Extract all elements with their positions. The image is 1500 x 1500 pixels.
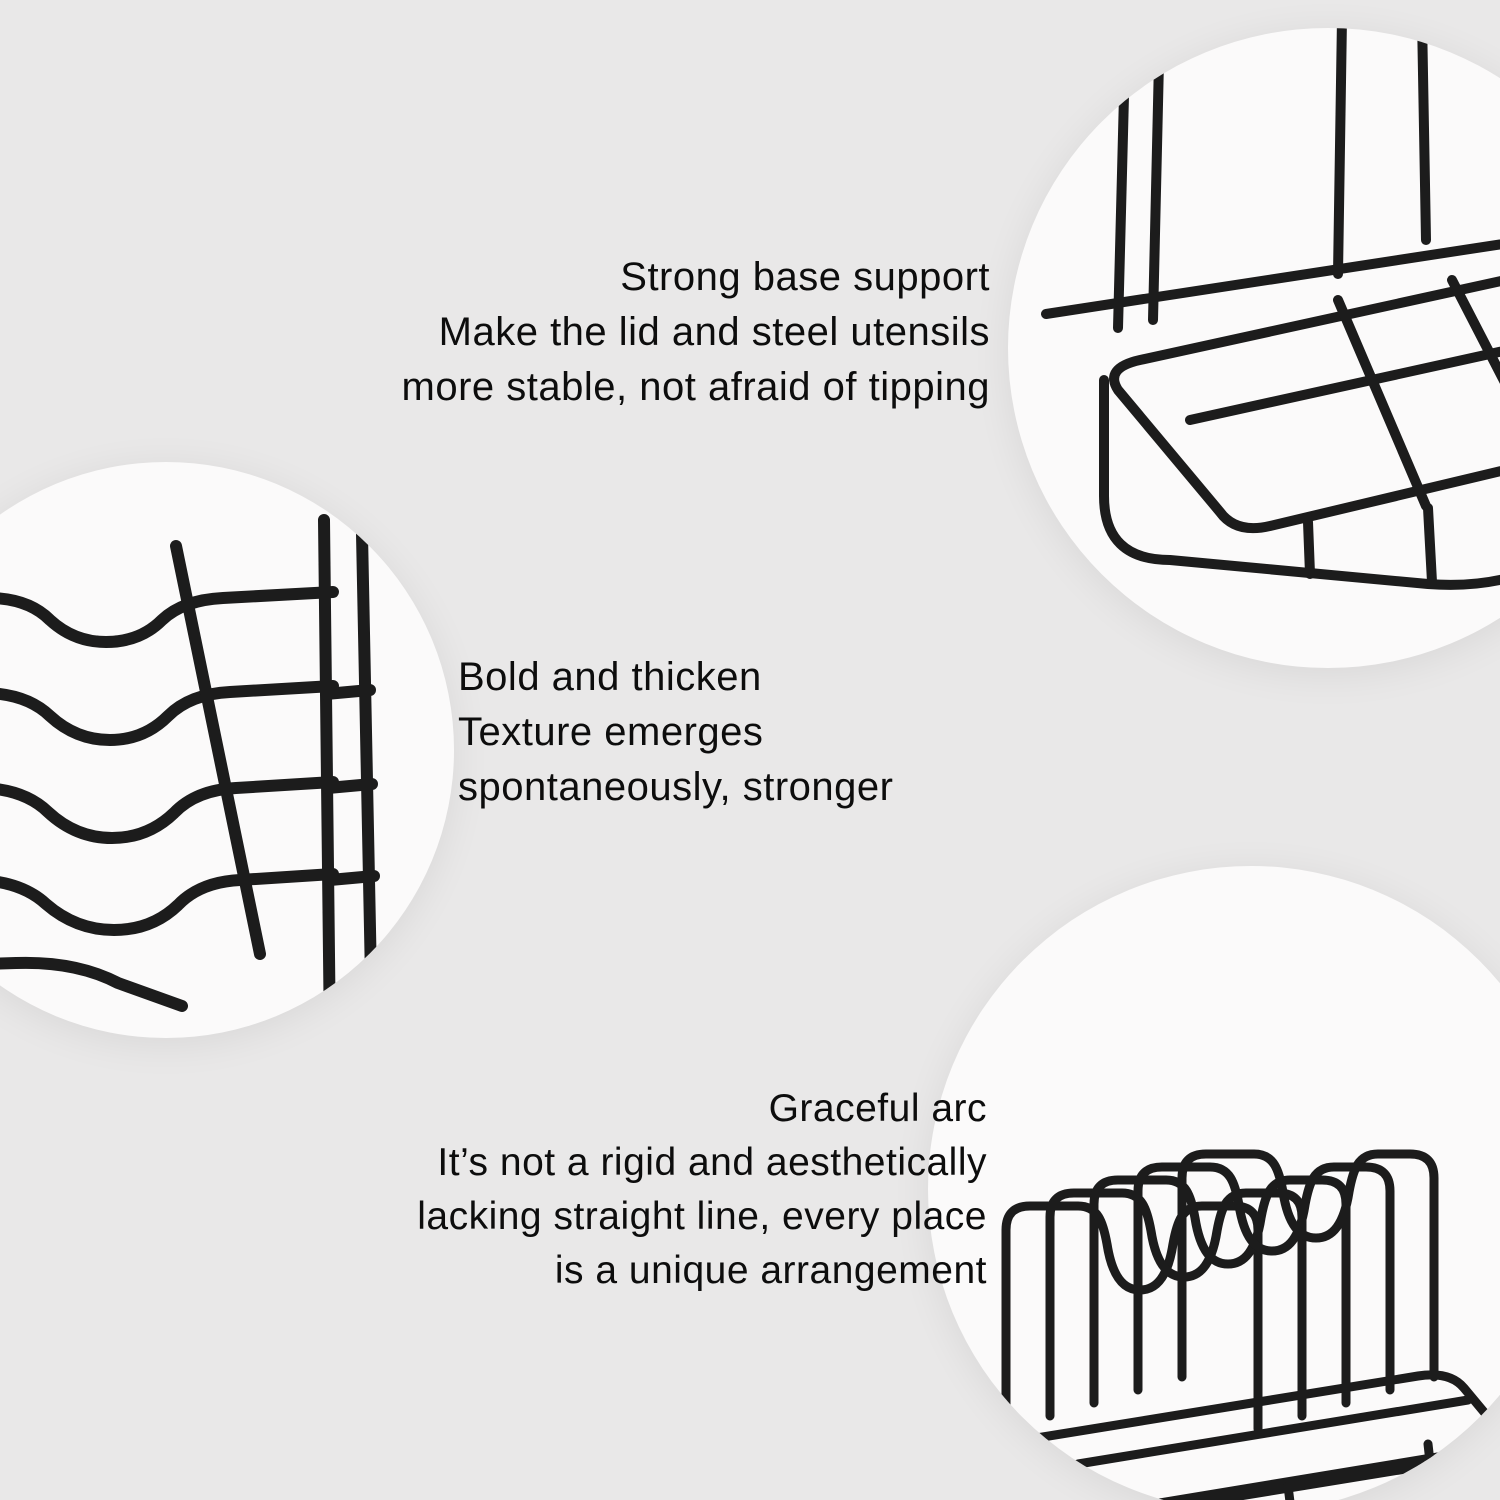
feature-line: It’s not a rigid and aesthetically	[437, 1141, 987, 1184]
thick-wire-closeup-photo	[0, 514, 380, 1038]
photo-circle-graceful-arc	[928, 866, 1500, 1500]
feature-line: is a unique arrangement	[554, 1249, 987, 1292]
feature-line: Texture emerges	[458, 710, 764, 754]
full-rack-arc-photo	[990, 866, 1500, 1500]
photo-circle-base-support	[1008, 28, 1500, 668]
photo-circle-thick-wire	[0, 462, 454, 1038]
feature-line: lacking straight line, every place	[417, 1195, 987, 1238]
feature-title: Strong base support	[620, 255, 990, 299]
feature-line: spontaneously, stronger	[458, 765, 894, 809]
feature-text-thick-wire: Bold and thicken Texture emerges spontan…	[458, 650, 893, 815]
base-support-closeup-photo	[1041, 28, 1500, 590]
feature-text-graceful-arc: Graceful arc It’s not a rigid and aesthe…	[417, 1082, 987, 1298]
feature-line: more stable, not afraid of tipping	[401, 365, 990, 409]
feature-title: Graceful arc	[768, 1087, 987, 1130]
feature-title: Bold and thicken	[458, 655, 762, 699]
feature-line: Make the lid and steel utensils	[438, 310, 990, 354]
feature-text-base-support: Strong base support Make the lid and ste…	[402, 250, 990, 415]
